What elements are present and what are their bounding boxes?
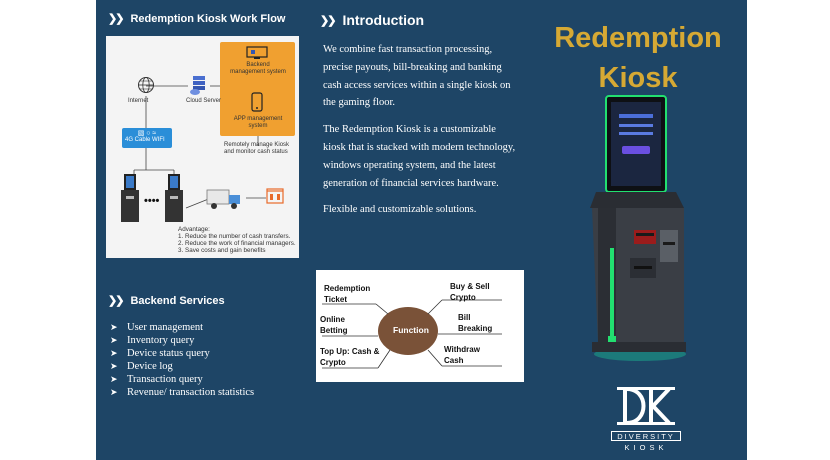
- app-label: APP management system: [233, 116, 283, 129]
- introduction-heading-text: Introduction: [342, 12, 425, 28]
- workflow-heading-text: Redemption Kiosk Work Flow: [130, 12, 286, 25]
- list-item-label: Revenue/ transaction statistics: [127, 387, 255, 398]
- arrow-bullet-icon: ➤: [110, 361, 118, 371]
- list-item-label: User management: [127, 322, 204, 333]
- backend-label: Backend management system: [230, 62, 286, 75]
- list-item-label: Inventory query: [127, 335, 195, 346]
- arrow-bullet-icon: ➤: [110, 322, 118, 332]
- product-title-line: Kiosk: [598, 62, 678, 94]
- intro-paragraph: We combine fast transaction processing, …: [323, 44, 511, 109]
- advantage-block: Advantage: 1. Reduce the number of cash …: [178, 226, 296, 254]
- function-online-betting: Online Betting: [320, 315, 348, 335]
- wifi-icons: ▧ ○ ≈: [137, 130, 157, 137]
- list-item: ➤ Inventory query: [110, 334, 254, 347]
- function-redemption-ticket: Redemption Ticket: [324, 284, 371, 304]
- function-bill-breaking: Bill Breaking: [458, 313, 493, 333]
- list-item-label: Device log: [127, 361, 173, 372]
- diversity-kiosk-logo: DIVERSITY KIOSK: [611, 383, 681, 455]
- remote-note: Remotely manage Kiosk and monitor cash s…: [224, 142, 290, 155]
- advantage-title: Advantage:: [178, 226, 210, 233]
- arrow-bullet-icon: ➤: [110, 387, 118, 397]
- backend-services-list: ➤ User management ➤ Inventory query ➤ Devic…: [110, 321, 254, 399]
- chevron-right-icon: ❯❯: [320, 14, 337, 27]
- function-buy-sell-crypto: Buy & Sell Crypto: [450, 282, 490, 302]
- kiosk-image: [590, 95, 686, 361]
- internet-label: Internet: [128, 98, 149, 104]
- function-top-up: Top Up: Cash & Crypto: [320, 347, 380, 367]
- intro-paragraph: The Redemption Kiosk is a customizable k…: [323, 124, 516, 189]
- function-graphic: [322, 299, 502, 369]
- function-diagram: Function Redemption Ticket Online Bettin…: [316, 270, 524, 382]
- brochure-panel: ❯❯ Redemption Kiosk Work Flow: [96, 0, 747, 460]
- wifi-box: ▧ ○ ≈ 4G Cable WIFI: [122, 128, 172, 148]
- kiosk-icon: [165, 174, 183, 222]
- arrow-bullet-icon: ➤: [110, 348, 118, 358]
- monitor-icon: [246, 46, 268, 59]
- workflow-diagram: Internet Cloud Server Backend management…: [106, 36, 299, 258]
- workflow-heading: ❯❯ Redemption Kiosk Work Flow: [108, 12, 286, 26]
- dk-monogram-icon: [617, 387, 675, 425]
- workflow-graphic: [133, 42, 295, 209]
- function-withdraw-cash: Withdraw Cash: [444, 345, 480, 365]
- chevron-right-icon: ❯❯: [108, 295, 125, 307]
- product-title-line: Redemption: [554, 22, 722, 54]
- cloud-server-label: Cloud Server: [186, 98, 222, 104]
- list-item: ➤ Device log: [110, 360, 254, 373]
- bank-icon: [266, 188, 284, 204]
- advantage-item: 2. Reduce the work of financial managers…: [178, 240, 296, 247]
- ellipsis-dots: ••••: [144, 195, 160, 207]
- product-title: Redemption Kiosk: [530, 18, 746, 98]
- arrow-bullet-icon: ➤: [110, 374, 118, 384]
- arrow-bullet-icon: ➤: [110, 335, 118, 345]
- introduction-body: We combine fast transaction processing, …: [323, 41, 518, 228]
- phone-icon: [251, 92, 263, 112]
- cash-truck-icon: [206, 189, 240, 209]
- backend-services-heading-text: Backend Services: [130, 294, 225, 307]
- cloud-server-icon: [190, 76, 205, 95]
- list-item-label: Transaction query: [127, 374, 203, 385]
- list-item: ➤ User management: [110, 321, 254, 334]
- list-item: ➤ Revenue/ transaction statistics: [110, 386, 254, 399]
- logo-word-kiosk: KIOSK: [624, 443, 668, 452]
- globe-icon: [138, 77, 154, 93]
- list-item: ➤ Transaction query: [110, 373, 254, 386]
- wifi-label: 4G Cable WIFI: [125, 137, 165, 143]
- list-item: ➤ Device status query: [110, 347, 254, 360]
- list-item-label: Device status query: [127, 348, 210, 359]
- chevron-right-icon: ❯❯: [108, 13, 125, 25]
- function-center-label: Function: [393, 325, 429, 335]
- logo-word-diversity: DIVERSITY: [611, 431, 681, 441]
- advantage-item: 1. Reduce the number of cash transfers.: [178, 233, 291, 240]
- advantage-item: 3. Save costs and gain benefits: [178, 247, 266, 254]
- backend-services-heading: ❯❯ Backend Services: [108, 294, 225, 308]
- introduction-heading: ❯❯ Introduction: [320, 12, 424, 28]
- intro-paragraph: Flexible and customizable solutions.: [323, 204, 477, 216]
- kiosk-icon: [121, 174, 139, 222]
